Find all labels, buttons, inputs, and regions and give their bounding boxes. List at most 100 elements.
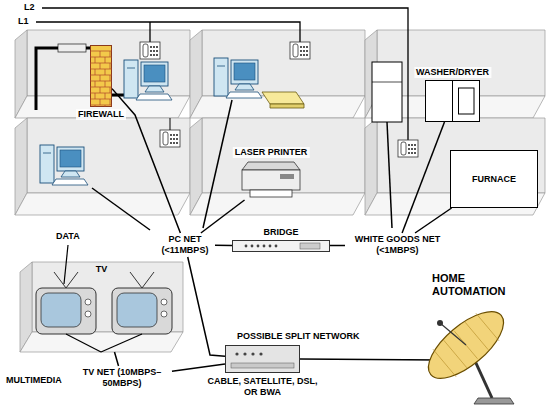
telephone-key xyxy=(414,152,416,154)
brick-joint xyxy=(110,87,111,93)
washer-body xyxy=(426,81,480,122)
brick-joint xyxy=(100,51,101,57)
dish-grid xyxy=(444,340,467,368)
monitor-stand xyxy=(145,86,164,92)
tv-set xyxy=(36,288,96,334)
tv-knob xyxy=(161,299,167,305)
node-label: TV xyxy=(20,262,183,275)
telephone-handset xyxy=(401,142,406,155)
printer-panel xyxy=(280,174,294,179)
node-label: FURNACE xyxy=(472,174,516,185)
tv-room: TV xyxy=(20,262,183,352)
brick-joint xyxy=(90,51,91,57)
tv-screen xyxy=(41,293,81,327)
telephone-key xyxy=(176,138,178,140)
monitor-screen xyxy=(60,150,81,167)
telephone-icon xyxy=(160,130,180,147)
telephone-key xyxy=(153,50,155,52)
telephone-key xyxy=(306,46,308,48)
telephone-key xyxy=(300,54,302,56)
printer-shape xyxy=(240,160,302,200)
bridge-shape xyxy=(232,240,330,252)
printer-node: LASER PRINTER xyxy=(240,160,302,200)
telephone-key xyxy=(176,134,178,136)
tv-screen xyxy=(117,293,157,327)
monitor-screen xyxy=(234,63,255,80)
printer-top xyxy=(242,162,300,170)
scanner-side xyxy=(270,104,304,108)
dish-feed xyxy=(437,320,443,326)
telephone-key xyxy=(153,54,155,56)
tv-antenna xyxy=(66,272,78,288)
text-label: DATA xyxy=(56,231,80,242)
brick-joint xyxy=(105,57,106,63)
telephone-key xyxy=(414,148,416,150)
node-label: PC NET (<11MBPS) xyxy=(155,233,215,257)
telephone-key xyxy=(411,152,413,154)
network-cable xyxy=(86,47,90,50)
line-label: L1 xyxy=(18,16,29,27)
bridge-device: BRIDGE xyxy=(232,240,330,252)
tv-wire xyxy=(101,334,142,352)
network-link xyxy=(415,208,452,233)
node-label: WASHER/DRYER xyxy=(414,67,491,78)
telephone-key xyxy=(173,142,175,144)
node-sublabel: CABLE, SATELLITE, DSL, OR BWA xyxy=(208,376,318,398)
brick-joint xyxy=(110,63,111,69)
computer-tower xyxy=(124,60,138,98)
tv-knob xyxy=(85,299,91,305)
telephone-key xyxy=(303,46,305,48)
tv-wire xyxy=(66,334,101,352)
telephone-key xyxy=(408,152,410,154)
brick-joint xyxy=(110,99,111,105)
telephone-handset xyxy=(293,44,298,57)
network-link xyxy=(201,200,245,233)
telephone-handset xyxy=(163,132,168,145)
paper-tray xyxy=(250,190,292,197)
network-wire xyxy=(300,359,440,360)
network-wire xyxy=(387,122,392,228)
network-link xyxy=(114,352,118,366)
monitor-stand xyxy=(61,171,80,177)
brick-joint xyxy=(90,87,91,93)
tv-antenna xyxy=(130,272,142,288)
network-link xyxy=(172,364,225,371)
node-label: WHITE GOODS NET (<1MBPS) xyxy=(345,233,450,257)
satellite-dish xyxy=(418,300,514,390)
bridge-body xyxy=(233,241,330,252)
telephone-icon xyxy=(290,42,310,59)
telephone-key xyxy=(300,46,302,48)
node-label: LASER PRINTER xyxy=(233,147,310,158)
modem-body xyxy=(226,346,300,373)
brick-joint xyxy=(95,105,96,107)
telephone-key xyxy=(170,138,172,140)
modem-shape xyxy=(225,345,300,373)
data-leader xyxy=(64,245,68,284)
firewall-wall: FIREWALL xyxy=(90,45,112,107)
computer-tower xyxy=(40,145,54,183)
line-label: L2 xyxy=(24,2,35,13)
telephone-key xyxy=(173,134,175,136)
brick-joint xyxy=(95,93,96,99)
brick-course xyxy=(90,81,112,82)
modem-front xyxy=(231,363,294,368)
brick-joint xyxy=(100,87,101,93)
keyboard xyxy=(136,94,172,100)
bridge-light xyxy=(269,245,272,248)
telephone-key xyxy=(414,144,416,146)
brick-joint xyxy=(95,69,96,75)
brick-course xyxy=(90,63,112,64)
power-line xyxy=(42,8,408,140)
bridge-port xyxy=(300,243,320,249)
furnace-body xyxy=(451,151,538,208)
network-label: TV NET (10MBPS–50MBPS) xyxy=(72,366,172,390)
brick-joint xyxy=(105,93,106,99)
telephone-key xyxy=(170,134,172,136)
computer-monitor xyxy=(141,62,168,86)
brick-joint xyxy=(110,75,111,81)
node-label: TV NET (10MBPS–50MBPS) xyxy=(72,366,172,390)
appliance-box: WASHER/DRYER xyxy=(425,80,480,122)
brick-joint xyxy=(110,51,111,57)
